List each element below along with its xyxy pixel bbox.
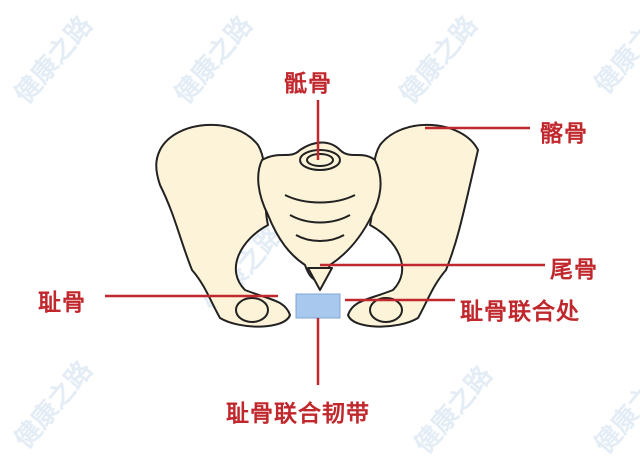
label-sacrum: 骶骨 <box>284 71 332 97</box>
label-ilium: 髂骨 <box>540 121 588 147</box>
left-obturator-foramen <box>235 297 269 323</box>
sacral-ridges <box>284 194 356 242</box>
label-pubis: 耻骨 <box>38 290 86 316</box>
coccyx <box>307 267 333 291</box>
label-coccyx: 尾骨 <box>550 257 598 283</box>
pubic-symphysis-ligament <box>295 293 341 319</box>
sacrum <box>257 141 382 281</box>
label-pubic-symphysis-ligament: 耻骨联合韧带 <box>226 401 370 427</box>
label-pubic-symphysis: 耻骨联合处 <box>460 299 580 325</box>
left-ilium <box>155 124 291 328</box>
sacral-promontory-inner <box>306 153 334 167</box>
right-obturator-foramen <box>369 297 403 323</box>
